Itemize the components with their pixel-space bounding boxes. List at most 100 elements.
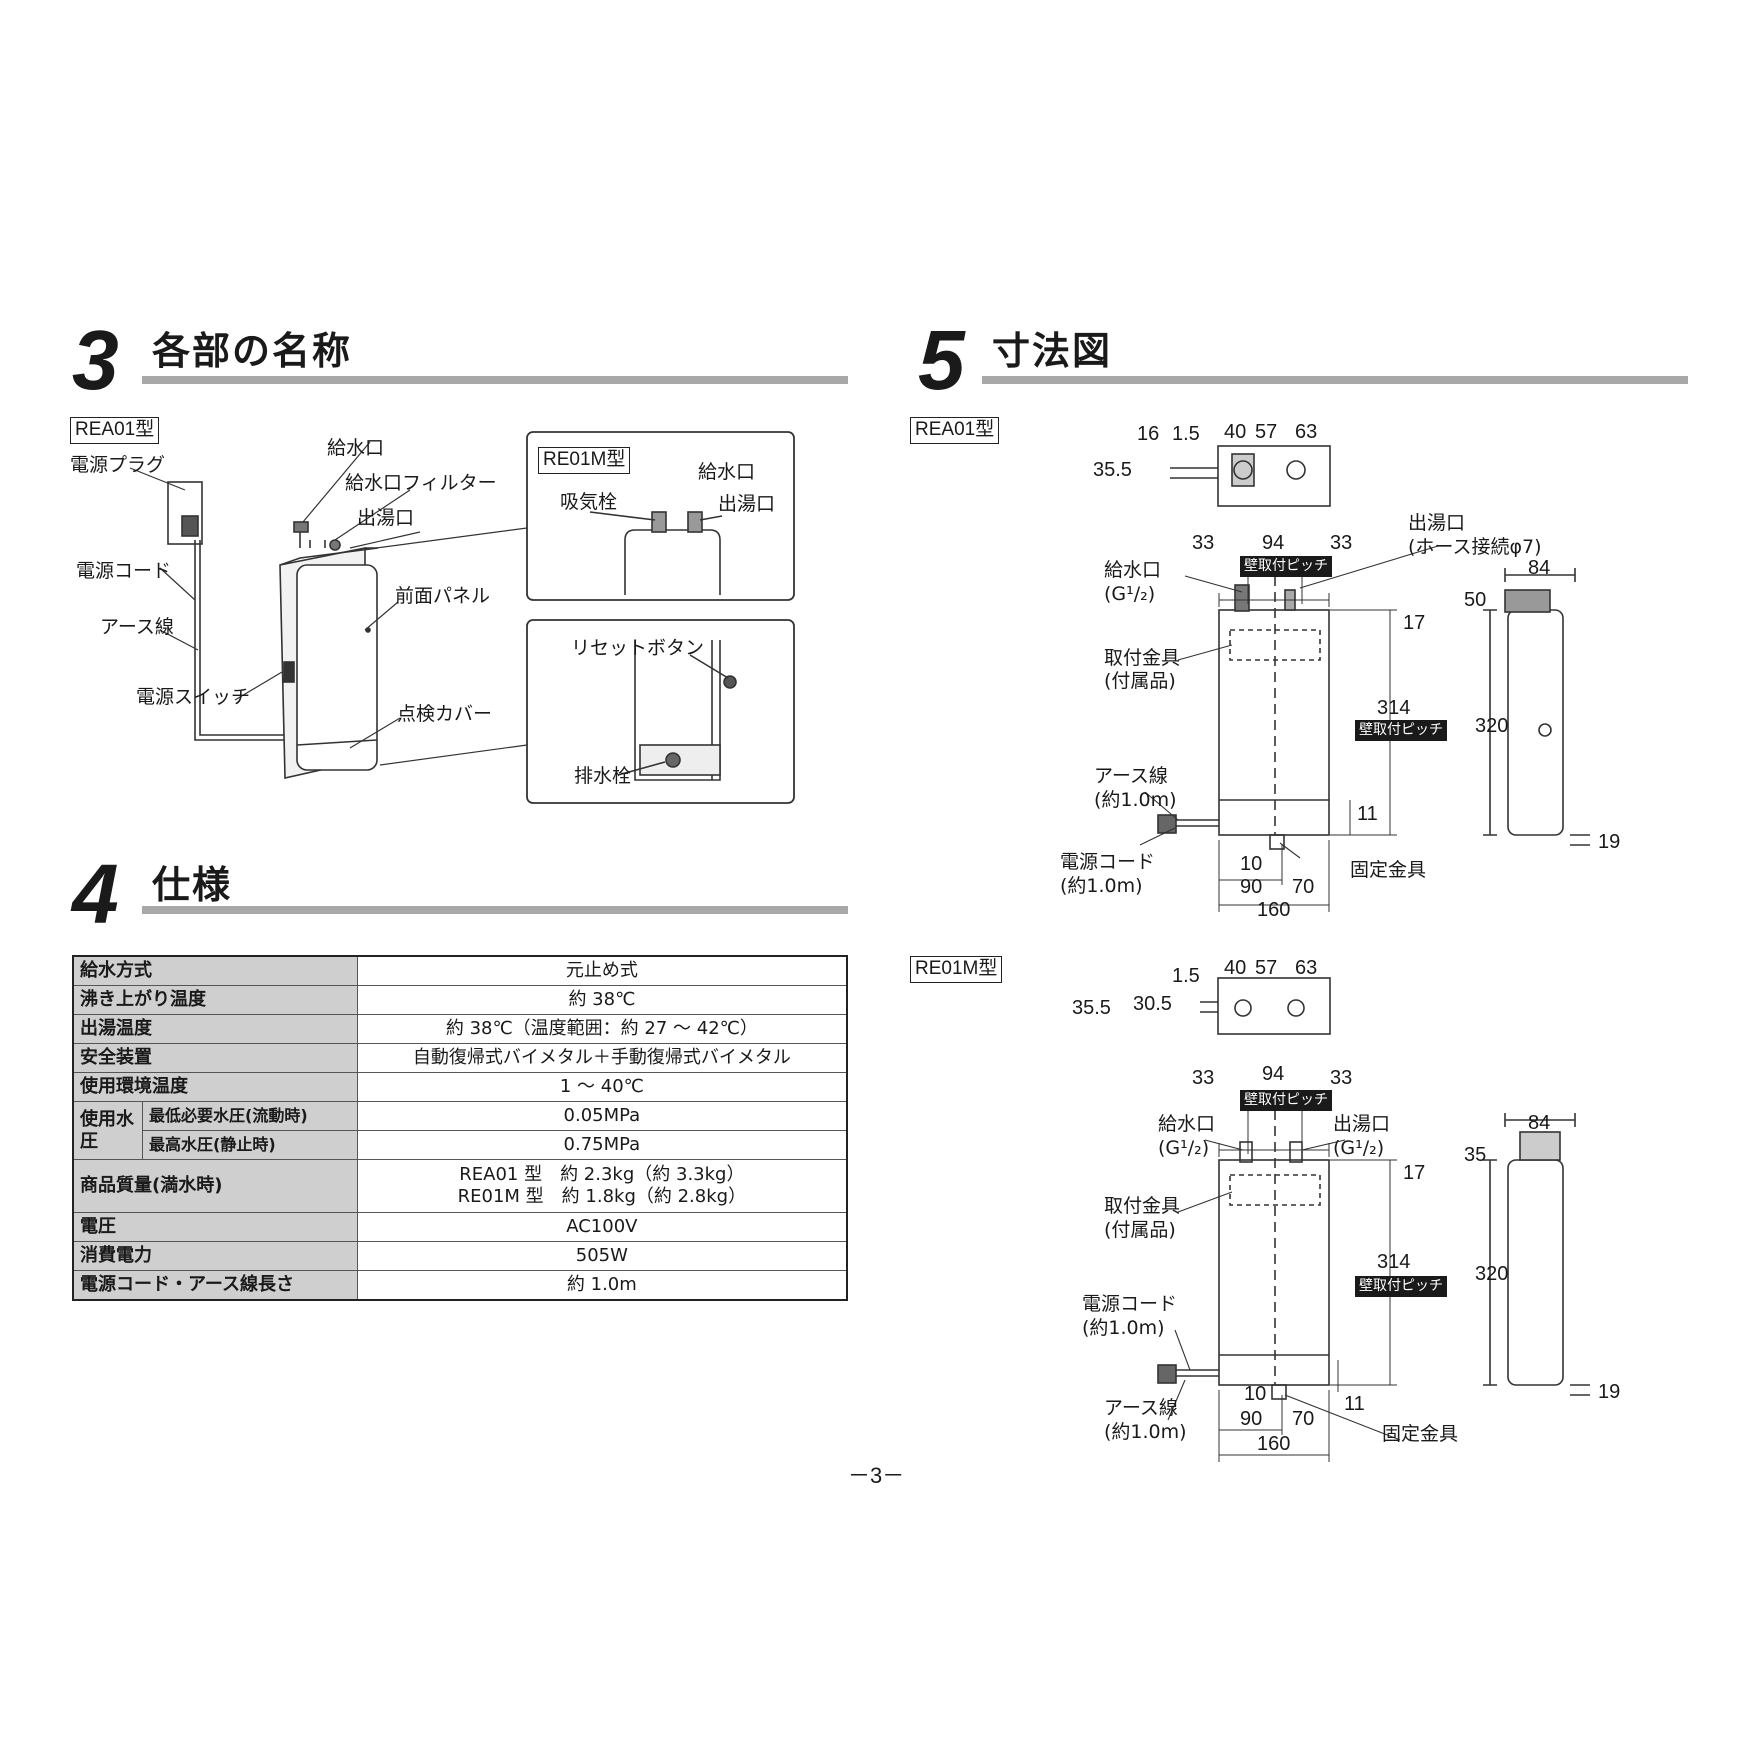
label-power-switch: 電源スイッチ	[136, 686, 251, 708]
dim-rea-33a: 33	[1192, 532, 1215, 554]
spec-pressure-group: 使用水圧	[72, 1101, 143, 1160]
spec-value: 元止め式	[356, 955, 848, 986]
table-row: 給水方式 元止め式	[72, 955, 848, 986]
label-water-inlet: 給水口	[327, 437, 385, 459]
dim-re-84: 84	[1528, 1112, 1551, 1134]
leader-lines	[129, 441, 528, 766]
dim-rea-11: 11	[1357, 803, 1378, 825]
spec-value: 自動復帰式バイメタル＋手動復帰式バイメタル	[356, 1043, 848, 1073]
section5-rule	[982, 376, 1688, 384]
dim-re-33b: 33	[1330, 1067, 1353, 1089]
re-front-view	[1157, 1110, 1330, 1400]
spec-value: 505W	[356, 1241, 848, 1271]
spec-key: 沸き上がり温度	[80, 989, 206, 1011]
dim-rea-320: 320	[1475, 715, 1509, 737]
section3-rule	[142, 376, 848, 384]
re-dimension-lines	[1218, 1110, 1397, 1462]
tag-re-pitch-top: 壁取付ピッチ	[1240, 1090, 1332, 1111]
dim-rea-160: 160	[1257, 899, 1291, 921]
label-re-mount: 取付金具	[1104, 1195, 1181, 1217]
re-top-view	[1200, 977, 1331, 1035]
label-rea-outlet: 出湯口	[1408, 512, 1466, 534]
table-row: 消費電力 505W	[72, 1241, 848, 1271]
table-row: 沸き上がり温度 約 38℃	[72, 985, 848, 1015]
table-row: 使用環境温度 1 ～ 40℃	[72, 1072, 848, 1102]
label-re-cord: 電源コード	[1082, 1293, 1178, 1315]
table-row: 商品質量(満水時) REA01 型 約 2.3kg（約 3.3kg） RE01M…	[72, 1159, 848, 1213]
spec-key: 安全装置	[80, 1047, 152, 1069]
dim-rea-63: 63	[1295, 421, 1318, 443]
label-front-panel: 前面パネル	[395, 585, 491, 607]
rea-front-view	[1157, 560, 1330, 850]
rea-side-view	[1483, 568, 1590, 846]
dim-rea-17: 17	[1403, 612, 1426, 634]
dim-rea-40: 40	[1224, 421, 1247, 443]
label-rea-inlet: 給水口	[1104, 559, 1162, 581]
label-reset-button: リセットボタン	[571, 637, 705, 659]
spec-key: 商品質量(満水時)	[80, 1175, 223, 1197]
spec-value: 0.05MPa	[356, 1101, 848, 1131]
spec-key: 最低必要水圧(流動時)	[142, 1101, 358, 1131]
label-rea-fixing: 固定金具	[1350, 859, 1427, 881]
dim-re-63: 63	[1295, 957, 1318, 979]
dim-rea-33b: 33	[1330, 532, 1353, 554]
spec-key: 消費電力	[80, 1245, 152, 1267]
spec-mass-re: RE01M 型 約 1.8kg（約 2.8kg）	[457, 1186, 747, 1207]
dim-rea-19: 19	[1598, 831, 1621, 853]
tag-rea-pitch-top: 壁取付ピッチ	[1240, 556, 1332, 577]
spec-key: 使用環境温度	[80, 1076, 188, 1098]
spec-value: 約 38℃（温度範囲：約 27 ～ 42℃）	[356, 1014, 848, 1044]
dim-rea-84: 84	[1528, 557, 1551, 579]
re-leaders	[1167, 1139, 1401, 1441]
section3-number: 3	[72, 313, 119, 407]
table-row: 最高水圧(静止時) 0.75MPa	[73, 1130, 848, 1160]
spec-key: 給水方式	[80, 960, 152, 982]
label-rea-cord: 電源コード	[1060, 851, 1156, 873]
section4-rule	[142, 906, 848, 914]
model-label-rea-dims: REA01型	[910, 417, 1000, 444]
label-re-mount-acc: (付属品)	[1104, 1219, 1176, 1241]
label-inlet-filter: 給水口フィルター	[345, 472, 497, 494]
rea-leaders	[1139, 545, 1439, 859]
dim-rea-94: 94	[1262, 532, 1285, 554]
spec-value: 0.75MPa	[356, 1130, 848, 1160]
label-power-plug: 電源プラグ	[70, 454, 166, 476]
label-callout-outlet: 出湯口	[718, 493, 776, 515]
label-hot-outlet: 出湯口	[357, 507, 415, 529]
dim-re-19: 19	[1598, 1381, 1621, 1403]
model-label-re-dims: RE01M型	[910, 956, 1003, 983]
dim-rea-70: 70	[1292, 876, 1315, 898]
table-row: 安全装置 自動復帰式バイメタル＋手動復帰式バイメタル	[72, 1043, 848, 1073]
table-row: 出湯温度 約 38℃（温度範囲：約 27 ～ 42℃）	[72, 1014, 848, 1044]
dim-rea-314: 314	[1377, 697, 1411, 719]
label-inspection-cover: 点検カバー	[397, 703, 493, 725]
dim-re-160: 160	[1257, 1433, 1291, 1455]
label-intake-valve: 吸気栓	[560, 491, 618, 513]
label-re-earth: アース線	[1104, 1397, 1178, 1419]
model-label-re-callout: RE01M型	[538, 447, 631, 474]
dim-rea-90: 90	[1240, 876, 1263, 898]
label-re-cord-len: (約1.0m)	[1082, 1317, 1165, 1339]
dim-rea-57: 57	[1255, 421, 1278, 443]
dim-re-1-5: 1.5	[1172, 965, 1200, 987]
re-side-view	[1483, 1113, 1590, 1396]
label-rea-earth: アース線	[1094, 765, 1168, 787]
dim-rea-16: 16	[1137, 423, 1160, 445]
spec-key: 最高水圧(静止時)	[142, 1130, 358, 1160]
section3-title: 各部の名称	[152, 329, 353, 373]
spec-key: 電源コード・アース線長さ	[80, 1274, 295, 1296]
label-re-inlet-g: (G¹/₂)	[1158, 1137, 1210, 1159]
label-re-inlet: 給水口	[1158, 1113, 1216, 1135]
dim-re-10: 10	[1244, 1383, 1267, 1405]
spec-value: AC100V	[356, 1212, 848, 1242]
label-re-outlet-g: (G¹/₂)	[1333, 1137, 1385, 1159]
spec-value: 1 ～ 40℃	[356, 1072, 848, 1102]
label-rea-mount-acc: (付属品)	[1104, 670, 1176, 692]
dim-re-17: 17	[1403, 1162, 1426, 1184]
dim-re-320: 320	[1475, 1263, 1509, 1285]
label-re-outlet: 出湯口	[1333, 1113, 1391, 1135]
label-rea-outlet-hose: (ホース接続φ7)	[1408, 536, 1542, 558]
label-rea-earth-len: (約1.0m)	[1094, 789, 1177, 811]
spec-key: 電圧	[80, 1216, 116, 1238]
dim-rea-10: 10	[1240, 853, 1263, 875]
